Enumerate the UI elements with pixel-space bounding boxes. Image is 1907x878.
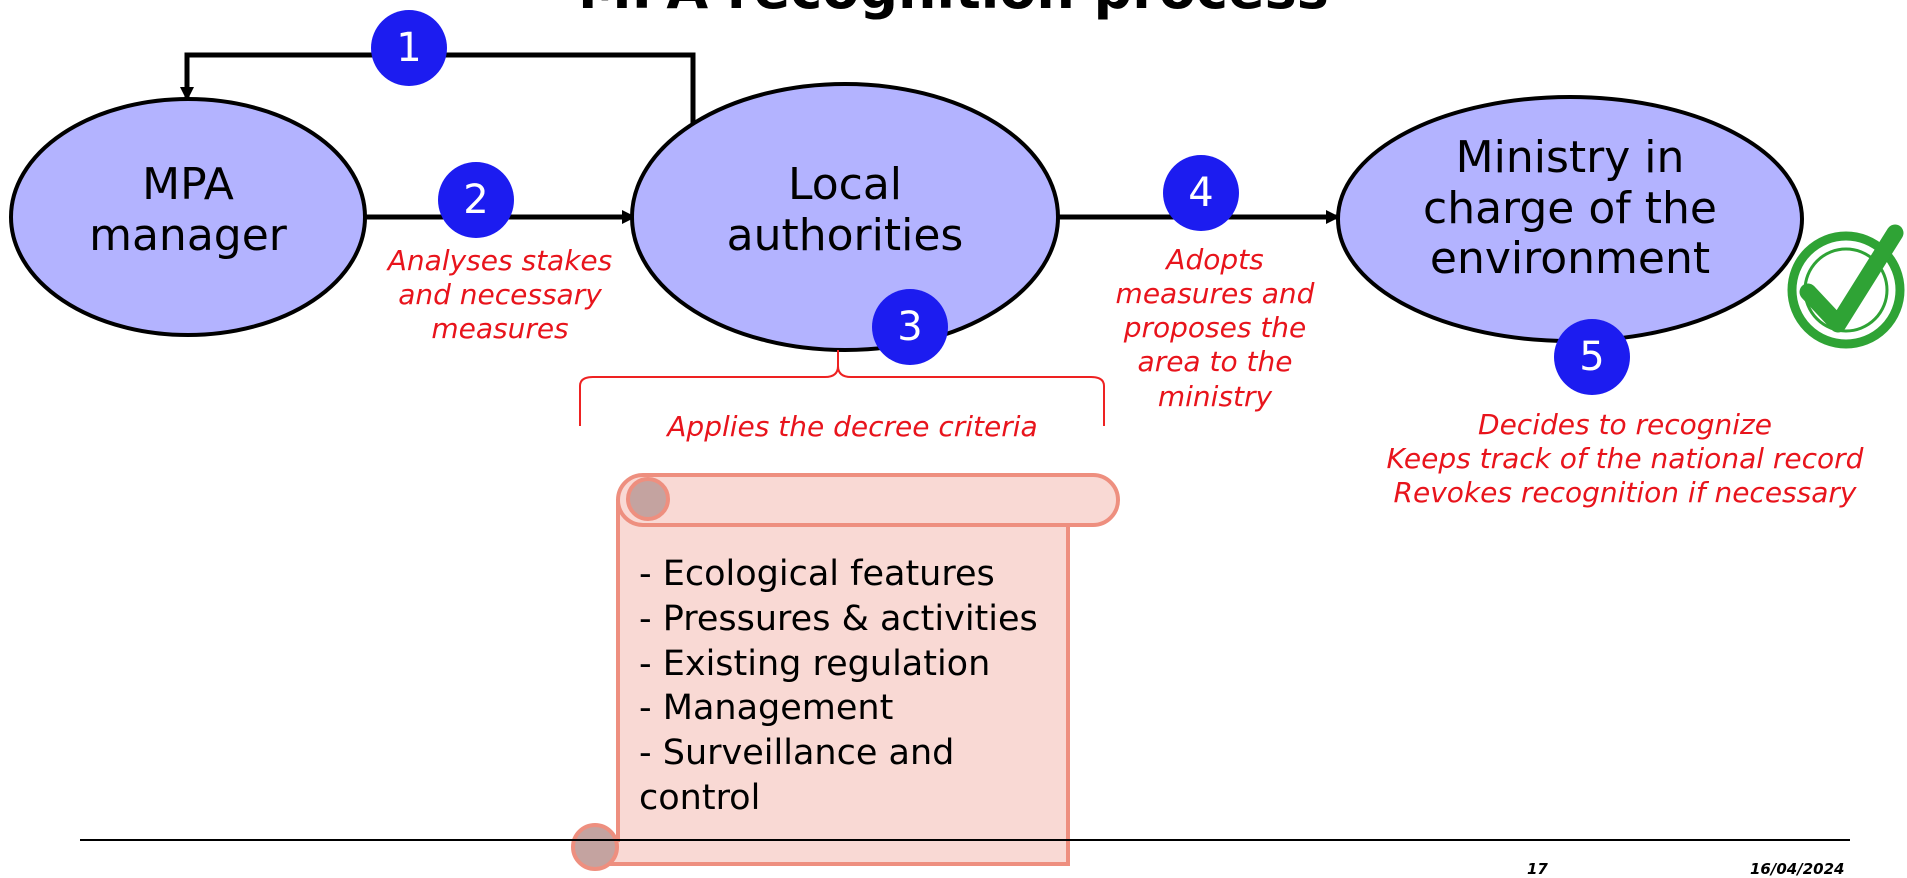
step-4-note-line-5: ministry (1157, 379, 1273, 413)
step-4-note-line-2: measures and (1115, 277, 1315, 311)
step-number-3: 3 (897, 304, 923, 350)
step-number-4: 4 (1188, 170, 1214, 216)
criteria-brace (579, 350, 1105, 426)
scroll-top-curl (626, 477, 670, 521)
local-authorities-label-line-2: authorities (726, 209, 964, 261)
step-2-note: Analyses stakes and necessary measures (370, 244, 630, 346)
criteria-item: - Pressures & activities (639, 598, 1038, 639)
local-authorities-node (630, 82, 1060, 352)
criteria-item: - Ecological features (639, 554, 995, 594)
step-2-note-line-2: and necessary (398, 278, 602, 312)
step-4-note-line-1: Adopts (1166, 243, 1264, 276)
step-2-note-line-3: measures (431, 312, 569, 346)
step-5-note-line-3: Revokes recognition if necessary (1393, 476, 1857, 510)
ministry-label-line-1: Ministry in (1455, 132, 1685, 183)
step-4-note-line-3: proposes the (1123, 311, 1307, 345)
scroll-bottom-curl (571, 823, 619, 871)
scroll-top-roll (616, 473, 1120, 527)
criteria-item: - Existing regulation (639, 643, 991, 684)
page-number: 17 (1527, 860, 1548, 878)
page-title: MPA recognition process (0, 0, 1907, 21)
ministry-label-line-2: charge of the (1423, 182, 1717, 234)
step-number-1: 1 (396, 25, 422, 71)
check-mark-icon (1787, 224, 1905, 349)
ministry-label-line-3: environment (1429, 233, 1711, 285)
criteria-scroll (571, 473, 1120, 871)
step-number-2: 2 (463, 177, 489, 223)
step-number-5: 5 (1579, 334, 1605, 380)
mpa-manager-label-line-1: MPA (142, 159, 234, 210)
step-3-note: Applies the decree criteria (667, 410, 1038, 443)
footer-date: 16/04/2024 (1750, 860, 1845, 878)
ministry-label: Ministry in charge of the environment (1380, 132, 1760, 285)
mpa-manager-label: MPA manager (60, 159, 316, 261)
mpa-manager-node (9, 97, 367, 337)
local-authorities-label-line-1: Local (787, 159, 903, 210)
step-5-note: Decides to recognize Keeps track of the … (1350, 408, 1900, 510)
step-2-note-line-1: Analyses stakes (387, 244, 613, 277)
criteria-list: - Ecological features - Pressures & acti… (639, 552, 1069, 821)
local-authorities-label: Local authorities (660, 159, 1030, 261)
criteria-item: - Management (639, 688, 894, 729)
step-badge-5 (1554, 319, 1630, 395)
step-badge-1 (371, 10, 447, 86)
step-5-note-line-1: Decides to recognize (1478, 408, 1772, 441)
step-4-note-line-4: area to the (1137, 345, 1293, 379)
criteria-item: control (639, 777, 761, 818)
step-4-note: Adopts measures and proposes the area to… (1090, 243, 1340, 414)
step-5-note-line-2: Keeps track of the national record (1386, 442, 1864, 476)
criteria-item: - Surveillance and (639, 733, 955, 774)
mpa-manager-label-line-2: manager (89, 209, 287, 261)
step-badge-4 (1163, 155, 1239, 231)
step-badge-3 (872, 289, 948, 365)
step-badge-2 (438, 162, 514, 238)
